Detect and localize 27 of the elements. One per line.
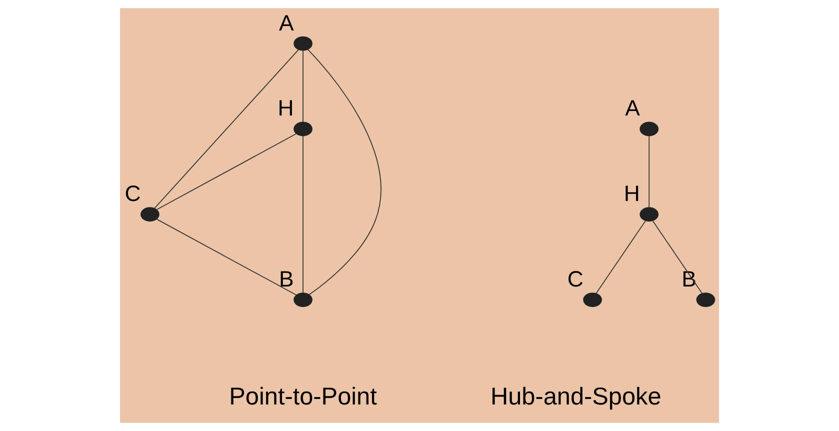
- node-circle: [583, 292, 602, 308]
- node-label: B: [682, 266, 696, 292]
- label: Point-to-Point: [229, 384, 377, 411]
- node-circle: [640, 207, 659, 222]
- node-label: H: [278, 96, 294, 121]
- connector: [652, 220, 703, 294]
- node-label: C: [124, 181, 141, 206]
- node-circle: [696, 292, 716, 308]
- node-label: H: [624, 181, 640, 206]
- connector: [156, 133, 297, 210]
- node-label: A: [625, 96, 640, 121]
- connector: [302, 50, 304, 122]
- node-circle: [640, 122, 659, 136]
- connector: [648, 136, 650, 208]
- label: Hub-and-Spoke: [490, 384, 662, 411]
- connector: [302, 135, 304, 294]
- node-circle: [140, 207, 160, 222]
- node-circle: [294, 292, 312, 308]
- node-label: C: [567, 266, 584, 292]
- node-circle: [294, 36, 312, 51]
- connector: [156, 218, 297, 296]
- connector: [307, 48, 382, 296]
- connector: [596, 220, 646, 294]
- node-label: A: [278, 10, 294, 36]
- connector: [154, 49, 300, 209]
- node-label: B: [278, 266, 294, 292]
- node-circle: [294, 122, 312, 136]
